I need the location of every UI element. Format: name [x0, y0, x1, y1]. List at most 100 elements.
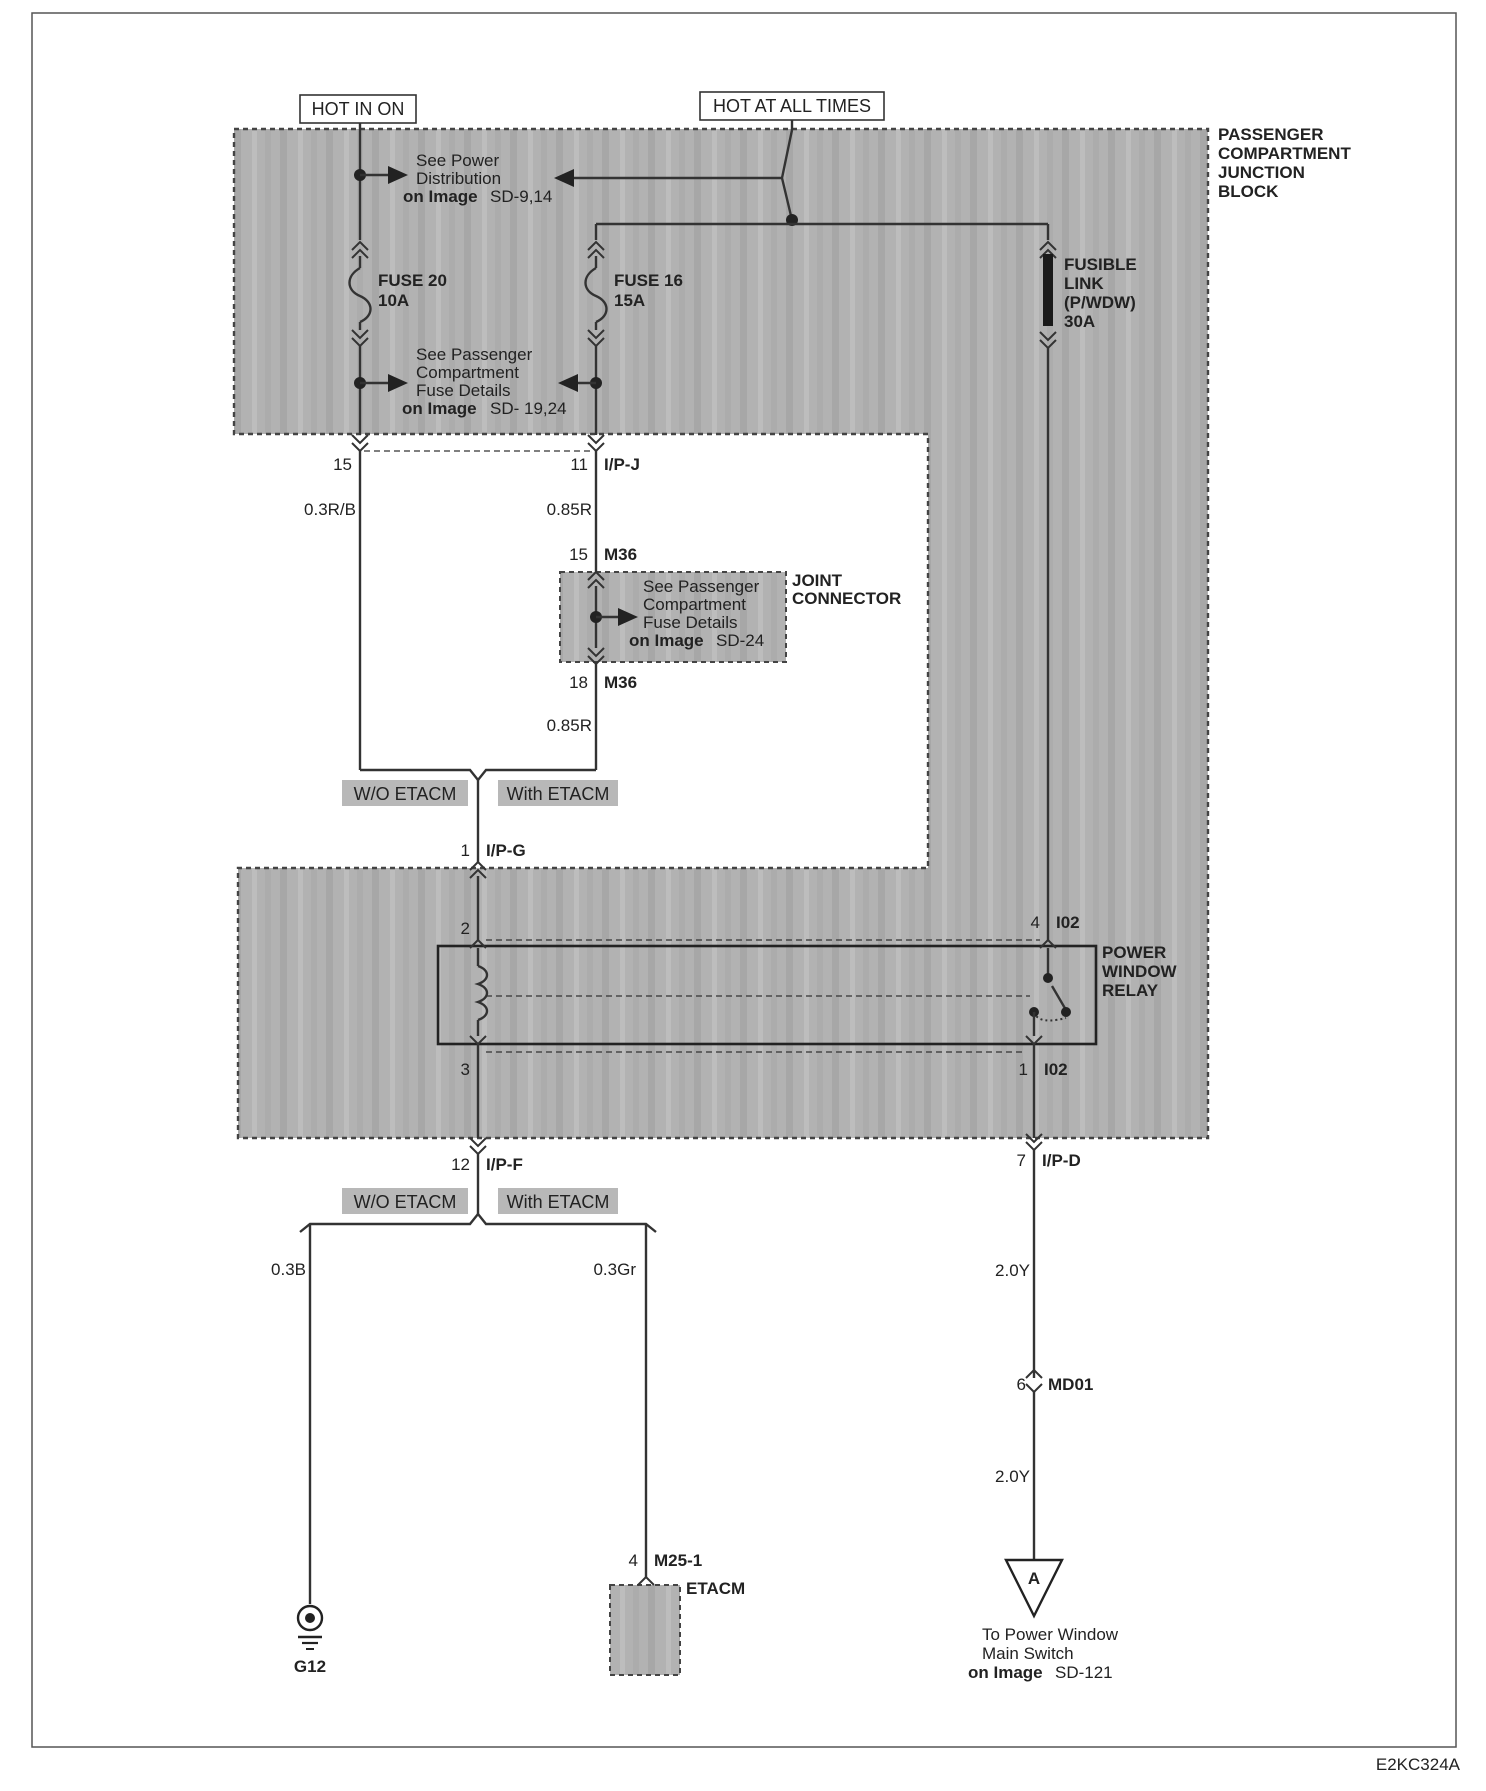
ground-icon [296, 1604, 324, 1650]
option-wo-etacm-bottom: W/O ETACM [342, 1188, 468, 1214]
svg-text:LINK: LINK [1064, 274, 1104, 293]
svg-text:See Passenger: See Passenger [416, 345, 533, 364]
power-window-relay-label: POWER WINDOW RELAY [1102, 943, 1178, 1000]
fuse-details-ref: See Passenger Compartment Fuse Details o… [402, 345, 567, 418]
svg-text:WINDOW: WINDOW [1102, 962, 1178, 981]
svg-text:POWER: POWER [1102, 943, 1166, 962]
junction-block-label: PASSENGER COMPARTMENT JUNCTION BLOCK [1218, 125, 1351, 201]
svg-text:HOT IN ON: HOT IN ON [312, 99, 405, 119]
fuse20-circuit [348, 123, 408, 453]
etacm-module [609, 1584, 681, 1676]
wire-03b: 0.3B [271, 1260, 306, 1279]
svg-text:M36: M36 [604, 545, 637, 564]
svg-text:15: 15 [569, 545, 588, 564]
ground-label: G12 [294, 1657, 326, 1676]
page-frame [31, 12, 1457, 1748]
svg-text:COMPARTMENT: COMPARTMENT [1218, 144, 1351, 163]
svg-text:Distribution: Distribution [416, 169, 501, 188]
svg-text:W/O ETACM: W/O ETACM [354, 1192, 457, 1212]
svg-text:W/O ETACM: W/O ETACM [354, 784, 457, 804]
svg-text:SD- 19,24: SD- 19,24 [490, 399, 567, 418]
fusible-link-label: FUSIBLE LINK (P/WDW) 30A [1064, 255, 1137, 331]
svg-text:on Image: on Image [402, 399, 477, 418]
svg-text:(P/WDW): (P/WDW) [1064, 293, 1136, 312]
svg-text:BLOCK: BLOCK [1218, 182, 1279, 201]
pin-m25: 4 [629, 1551, 638, 1570]
fuse16-circuit [558, 240, 608, 453]
svg-text:JUNCTION: JUNCTION [1218, 163, 1305, 182]
pin-ipg: 1 [461, 841, 470, 860]
fusible-link-icon [1043, 254, 1053, 326]
svg-text:With ETACM: With ETACM [507, 1192, 610, 1212]
wire-085r-b: 0.85R [547, 716, 592, 735]
wire-03gr: 0.3Gr [593, 1260, 636, 1279]
option-with-etacm-top: With ETACM [498, 780, 618, 806]
relay-coil-icon [474, 964, 489, 1022]
power-distribution-ref: See Power Distribution on Image SD-9,14 [403, 151, 552, 206]
option-with-etacm-bottom: With ETACM [498, 1188, 618, 1214]
wire-03rb: 0.3R/B [304, 500, 356, 519]
svg-text:JOINT: JOINT [792, 571, 843, 590]
hot-at-all-times-bus [554, 120, 1050, 240]
hot-in-on-tag: HOT IN ON [299, 94, 417, 124]
pin-11: 11 [570, 455, 588, 474]
svg-text:See Passenger: See Passenger [643, 577, 760, 596]
svg-text:15A: 15A [614, 291, 645, 310]
svg-text:FUSE 20: FUSE 20 [378, 271, 447, 290]
connector-ip-j: I/P-J [604, 455, 640, 474]
power-window-relay [436, 938, 1098, 1053]
wire-20y-a: 2.0Y [995, 1261, 1030, 1280]
connector-ip-d: I/P-D [1042, 1151, 1081, 1170]
svg-text:Main Switch: Main Switch [982, 1644, 1074, 1663]
svg-text:Fuse Details: Fuse Details [416, 381, 510, 400]
relay-pin-2: 2 [461, 919, 470, 938]
svg-text:RELAY: RELAY [1102, 981, 1159, 1000]
connector-a-triangle-icon [1004, 1558, 1064, 1619]
svg-text:CONNECTOR: CONNECTOR [792, 589, 901, 608]
pin-ipf: 12 [451, 1155, 470, 1174]
pin-15: 15 [333, 455, 352, 474]
connector-a: A [1004, 1558, 1064, 1619]
svg-text:PASSENGER: PASSENGER [1218, 125, 1324, 144]
relay-pin-3: 3 [461, 1060, 470, 1079]
wire-085r-a: 0.85R [547, 500, 592, 519]
connector-i02-top: I02 [1056, 913, 1080, 932]
svg-text:With ETACM: With ETACM [507, 784, 610, 804]
svg-text:FUSIBLE: FUSIBLE [1064, 255, 1137, 274]
svg-text:Compartment: Compartment [416, 363, 519, 382]
svg-text:HOT AT ALL TIMES: HOT AT ALL TIMES [713, 96, 871, 116]
relay-pin-1: 1 [1019, 1060, 1028, 1079]
fuse20-icon [348, 266, 372, 324]
hot-at-all-times-tag: HOT AT ALL TIMES [699, 91, 885, 121]
wire-20y-b: 2.0Y [995, 1467, 1030, 1486]
svg-text:on Image: on Image [968, 1663, 1043, 1682]
joint-connector: 15 M36 See Passenger Compartment Fuse De… [569, 545, 764, 692]
connector-m25-1: M25-1 [654, 1551, 702, 1570]
svg-text:See Power: See Power [416, 151, 499, 170]
svg-text:10A: 10A [378, 291, 409, 310]
svg-text:Compartment: Compartment [643, 595, 746, 614]
svg-text:A: A [1028, 1569, 1040, 1588]
svg-text:SD-121: SD-121 [1055, 1663, 1113, 1682]
connector-ip-g: I/P-G [486, 841, 526, 860]
joint-connector-label: JOINT CONNECTOR [792, 571, 901, 608]
svg-text:FUSE 16: FUSE 16 [614, 271, 683, 290]
fuse16-icon [584, 266, 608, 324]
connector-md01: MD01 [1048, 1375, 1093, 1394]
pin-ipd: 7 [1017, 1151, 1026, 1170]
option-wo-etacm-top: W/O ETACM [342, 780, 468, 806]
figure-code: E2KC324A [1376, 1755, 1461, 1774]
pin-md01: 6 [1017, 1375, 1026, 1394]
etacm-label: ETACM [686, 1579, 745, 1598]
svg-text:on Image: on Image [629, 631, 704, 650]
svg-text:M36: M36 [604, 673, 637, 692]
connector-ip-f: I/P-F [486, 1155, 523, 1174]
fusible-link-circuit [1039, 240, 1057, 940]
svg-text:30A: 30A [1064, 312, 1095, 331]
svg-text:To Power Window: To Power Window [982, 1625, 1119, 1644]
svg-text:18: 18 [569, 673, 588, 692]
svg-text:on Image: on Image [403, 187, 478, 206]
relay-pin-4: 4 [1031, 913, 1040, 932]
svg-text:SD-24: SD-24 [716, 631, 764, 650]
